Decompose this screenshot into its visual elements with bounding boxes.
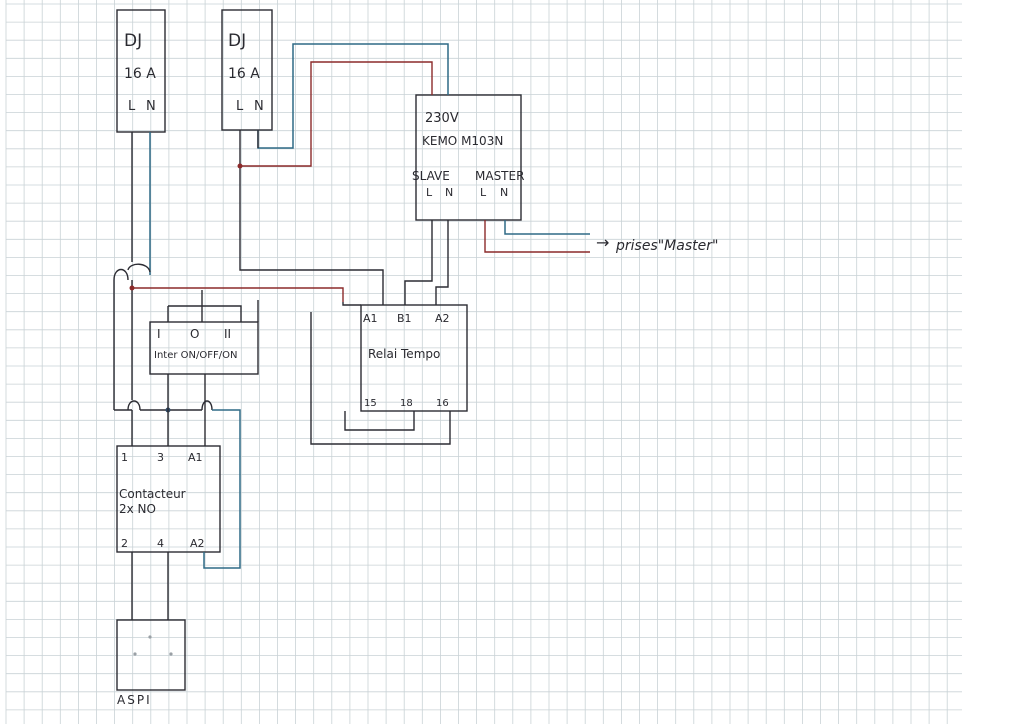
kemo-master-label: MASTER [475,169,524,183]
contactor-terminal-3: 3 [157,451,164,464]
aspi-label: ASPI [117,693,152,707]
kemo-master-l: L [480,186,487,199]
kemo-slave-n: N [445,186,453,199]
relay-terminal-15: 15 [364,398,377,409]
wire-hop-2 [127,263,151,273]
contactor-terminal-a2: A2 [190,537,205,550]
breaker-2: DJ 16 A L N [221,9,273,131]
breaker-2-n: N [254,99,264,114]
wire-master-l [484,220,590,253]
breaker-1-name: DJ [124,31,142,51]
kemo-module: 230V KEMO M103N SLAVE MASTER L N L N [412,94,524,221]
switch-terminal-i: I [157,327,161,341]
wire-red-to-kemo [240,61,433,167]
breaker-2-rating: 16 A [228,66,260,82]
contactor-terminal-1: 1 [121,451,128,464]
wire-relay-left [342,302,361,306]
kemo-master-n: N [500,186,508,199]
wire-red-bus [132,287,344,302]
wire-master-n [504,220,590,235]
relay-terminal-b1: B1 [397,312,412,325]
relay-terminal-18: 18 [400,398,413,409]
wire-inter-top-1 [168,305,242,322]
switch-label: Inter ON/OFF/ON [154,350,237,361]
relay-label: Relai Tempo [368,347,440,361]
breaker-2-name: DJ [228,31,246,51]
contactor-terminal-2: 2 [121,537,128,550]
kemo-slave-l: L [426,186,433,199]
relay-terminal-a1: A1 [363,312,378,325]
wire-relay-loop [310,312,451,445]
kemo-voltage: 230V [425,111,459,126]
switch-terminal-o: O [190,327,199,341]
output-arrow: → [596,233,609,252]
wire-hop-4 [201,400,213,411]
breaker-2-l: L [236,99,244,114]
contactor-type: 2x NO [119,502,156,516]
output-label: prises"Master" [615,238,718,254]
switch-on-off-on: I O II Inter ON/OFF/ON [149,321,259,375]
aspi-pin-1 [148,635,152,639]
master-outlets-note: → prises"Master" [596,233,718,254]
aspi-pin-2 [133,652,137,656]
wire-relay-15 [344,411,415,431]
breaker-1-l: L [128,99,136,114]
kemo-model: KEMO M103N [422,134,503,148]
breaker-1: DJ 16 A L N [116,9,166,133]
wire-b2-l-vertical [239,130,384,305]
aspi-pin-3 [169,652,173,656]
contactor-terminal-a1: A1 [188,451,203,464]
timer-relay: A1 B1 A2 Relai Tempo 15 18 16 [360,304,468,412]
wire-hop-1 [113,268,129,281]
vacuum-load: ASPI [116,619,186,707]
contactor-label: Contacteur [119,487,186,501]
relay-terminal-a2: A2 [435,312,450,325]
wiring [113,43,590,620]
wire-hop-3 [127,400,141,411]
wire-slave-l [404,220,433,305]
breaker-1-rating: 16 A [124,66,156,82]
wire-blue-return [203,409,241,569]
breaker-1-n: N [146,99,156,114]
switch-terminal-ii: II [224,327,231,341]
contactor: 1 3 A1 Contacteur 2x NO 2 4 A2 [116,445,221,553]
contactor-terminal-4: 4 [157,537,164,550]
wire-slave-n [435,220,449,305]
junction-red-1 [129,285,135,291]
relay-terminal-16: 16 [436,398,449,409]
kemo-slave-label: SLAVE [412,169,450,183]
